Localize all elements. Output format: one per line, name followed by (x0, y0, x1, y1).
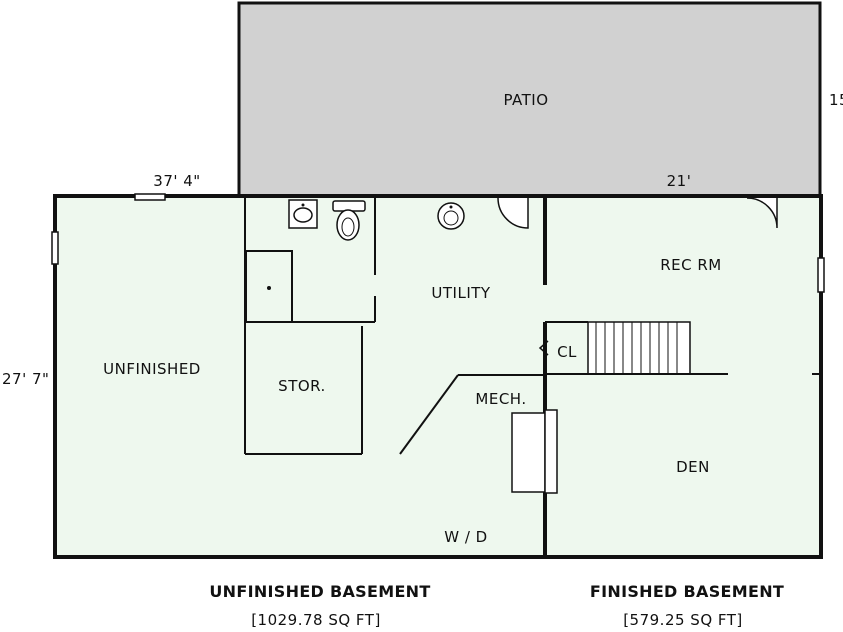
closet-door (538, 340, 549, 356)
door-utility (497, 197, 529, 229)
utility-sink-basin (443, 210, 459, 226)
sink-basin (293, 207, 313, 223)
dimension-depth: 27' 7" (2, 370, 49, 388)
utility-sink-faucet (449, 205, 453, 209)
stairs (587, 321, 691, 375)
dimension-patio-side: 15 (829, 91, 843, 109)
label-rec-room: REC RM (660, 256, 722, 274)
toilet-seat (341, 217, 355, 237)
label-closet: CL (557, 343, 577, 361)
patio-area (237, 1, 822, 198)
label-utility: UTILITY (431, 284, 491, 302)
label-den: DEN (676, 458, 710, 476)
window-top (134, 193, 166, 201)
door-rec-room (746, 197, 778, 229)
fireplace (511, 412, 546, 493)
mech-diagonal-wall (399, 374, 459, 455)
caption-unfinished-title: UNFINISHED BASEMENT (209, 582, 430, 601)
label-storage: STOR. (278, 377, 326, 395)
window-right (817, 257, 825, 293)
caption-finished-area: [579.25 SQ FT] (623, 611, 743, 629)
caption-unfinished-area: [1029.78 SQ FT] (251, 611, 381, 629)
caption-finished-title: FINISHED BASEMENT (590, 582, 784, 601)
fireplace-hearth (544, 409, 558, 494)
shower-drain (267, 286, 271, 290)
window-left (51, 231, 59, 265)
label-washer-dryer: W / D (444, 528, 487, 546)
dimension-width-unfinished: 37' 4" (153, 172, 200, 190)
label-patio: PATIO (503, 91, 548, 109)
sink-faucet (301, 203, 305, 207)
label-mechanical: MECH. (475, 390, 526, 408)
label-unfinished: UNFINISHED (103, 360, 201, 378)
dimension-width-finished: 21' (667, 172, 692, 190)
basement-footprint (53, 194, 823, 559)
